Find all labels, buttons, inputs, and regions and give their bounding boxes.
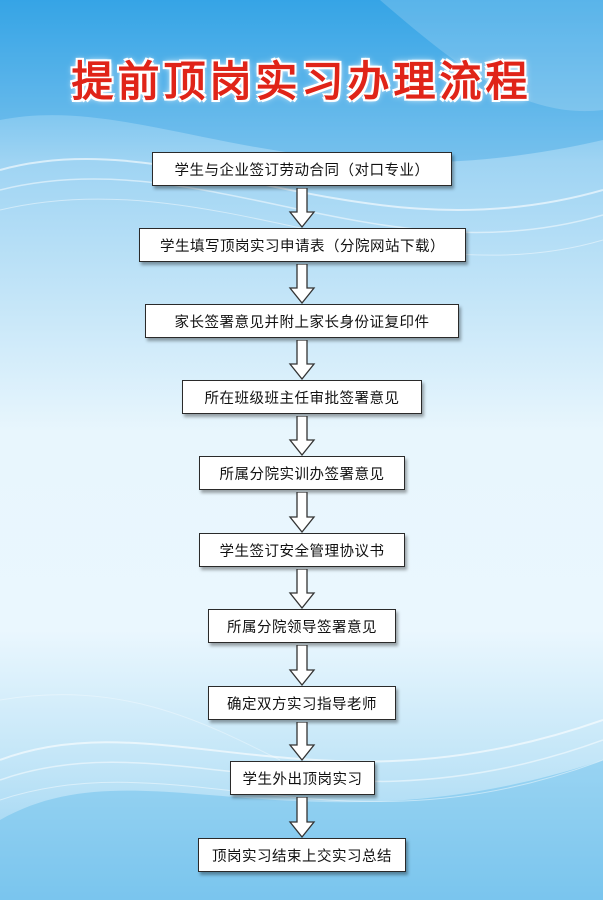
flow-step-3: 家长签署意见并附上家长身份证复印件: [145, 304, 459, 338]
arrow-down-icon: [288, 492, 316, 533]
flow-step-5: 所属分院实训办签署意见: [199, 456, 405, 490]
flow-step-6: 学生签订安全管理协议书: [199, 533, 405, 567]
flow-step-9: 学生外出顶岗实习: [230, 761, 375, 795]
arrow-down-icon: [288, 722, 316, 761]
flow-step-10: 顶岗实习结束上交实习总结: [198, 838, 406, 872]
arrow-down-icon: [288, 645, 316, 686]
flow-step-8: 确定双方实习指导老师: [208, 686, 396, 720]
arrow-down-icon: [288, 264, 316, 304]
page-title: 提前顶岗实习办理流程: [71, 57, 532, 106]
flow-step-4: 所在班级班主任审批签署意见: [182, 380, 422, 414]
arrow-down-icon: [288, 569, 316, 609]
flow-step-7: 所属分院领导签署意见: [208, 609, 396, 643]
arrow-down-icon: [288, 188, 316, 228]
flow-step-1: 学生与企业签订劳动合同（对口专业）: [152, 152, 452, 186]
flow-step-2: 学生填写顶岗实习申请表（分院网站下载）: [139, 228, 466, 262]
arrow-down-icon: [288, 416, 316, 456]
arrow-down-icon: [288, 340, 316, 380]
arrow-down-icon: [288, 797, 316, 838]
